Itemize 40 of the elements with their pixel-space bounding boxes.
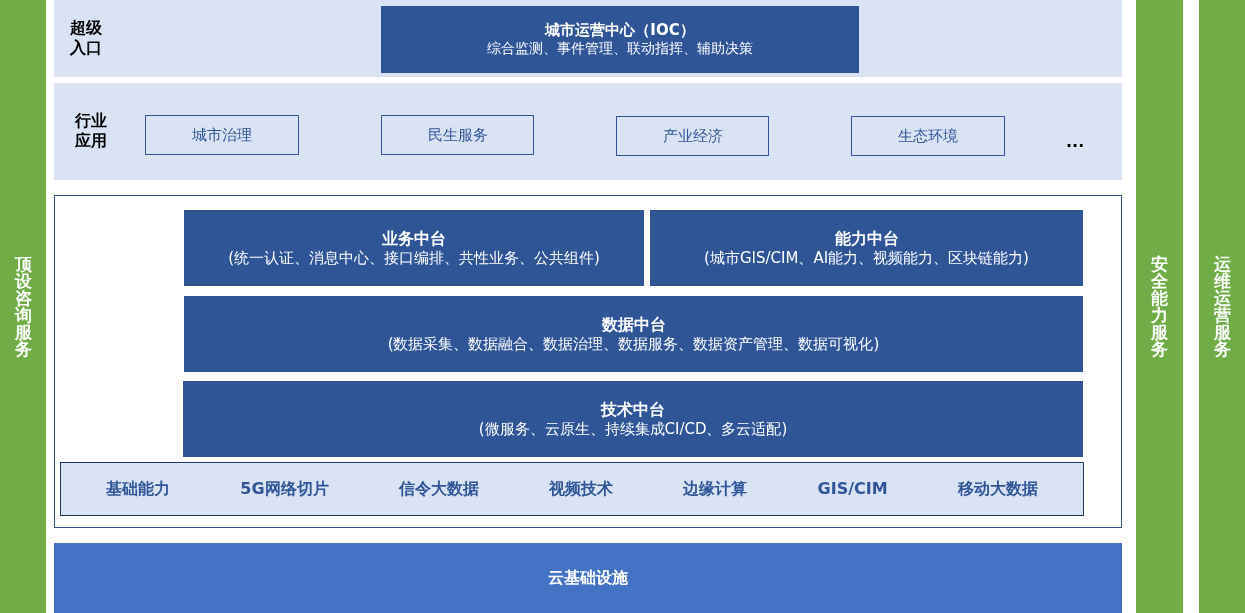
- side-bar-label: 顶设咨询服务: [14, 255, 32, 358]
- module-title: 能力中台: [834, 228, 899, 249]
- layer-heading: 超级入口: [70, 17, 103, 60]
- side-bar: [1199, 0, 1245, 613]
- module-subtitle: (城市GIS/CIM、AI能力、视频能力、区块链能力): [704, 248, 1029, 268]
- capability-item: 边缘计算: [683, 479, 748, 499]
- layer-heading: 行业应用: [75, 110, 108, 153]
- side-bar-label: 安全能力服务: [1151, 255, 1168, 358]
- module-title: 技术中台: [601, 399, 665, 420]
- capability-band: [60, 462, 1084, 516]
- capability-item: 视频技术: [549, 479, 614, 499]
- app-box: 民生服务: [381, 115, 534, 155]
- module-subtitle: (数据采集、数据融合、数据治理、数据服务、数据资产管理、数据可视化): [387, 334, 880, 354]
- app-box: 生态环境: [851, 116, 1005, 156]
- infrastructure-band: 云基础设施: [54, 543, 1122, 613]
- band-heading: 基础能力: [106, 479, 171, 499]
- module-subtitle: 综合监测、事件管理、联动指挥、辅助决策: [487, 40, 753, 58]
- side-bar: [0, 0, 46, 613]
- side-bar: [1136, 0, 1183, 613]
- app-box: 城市治理: [145, 115, 299, 155]
- ellipsis: ...: [1066, 132, 1085, 152]
- module-subtitle: (统一认证、消息中心、接口编排、共性业务、公共组件): [228, 248, 600, 268]
- capability-item: 移动大数据: [957, 479, 1038, 499]
- capability-item: 5G网络切片: [240, 479, 329, 499]
- module-box: [184, 296, 1083, 372]
- module-title: 城市运营中心（IOC）: [545, 21, 695, 41]
- module-title: 数据中台: [601, 314, 666, 335]
- capability-item: 信令大数据: [398, 479, 479, 499]
- side-bar-label: 运维运营服务: [1213, 255, 1231, 358]
- module-box: [183, 381, 1083, 457]
- module-box: [650, 210, 1083, 286]
- module-title: 业务中台: [382, 228, 446, 249]
- layer-band: [54, 0, 1122, 77]
- module-subtitle: (微服务、云原生、持续集成CI/CD、多云适配): [478, 419, 788, 439]
- capability-item: GIS/CIM: [817, 479, 888, 499]
- module-box: [381, 6, 859, 73]
- layer-band: [54, 83, 1122, 180]
- platform-frame: [54, 195, 1122, 528]
- app-box: 产业经济: [616, 116, 769, 156]
- module-box: [184, 210, 644, 286]
